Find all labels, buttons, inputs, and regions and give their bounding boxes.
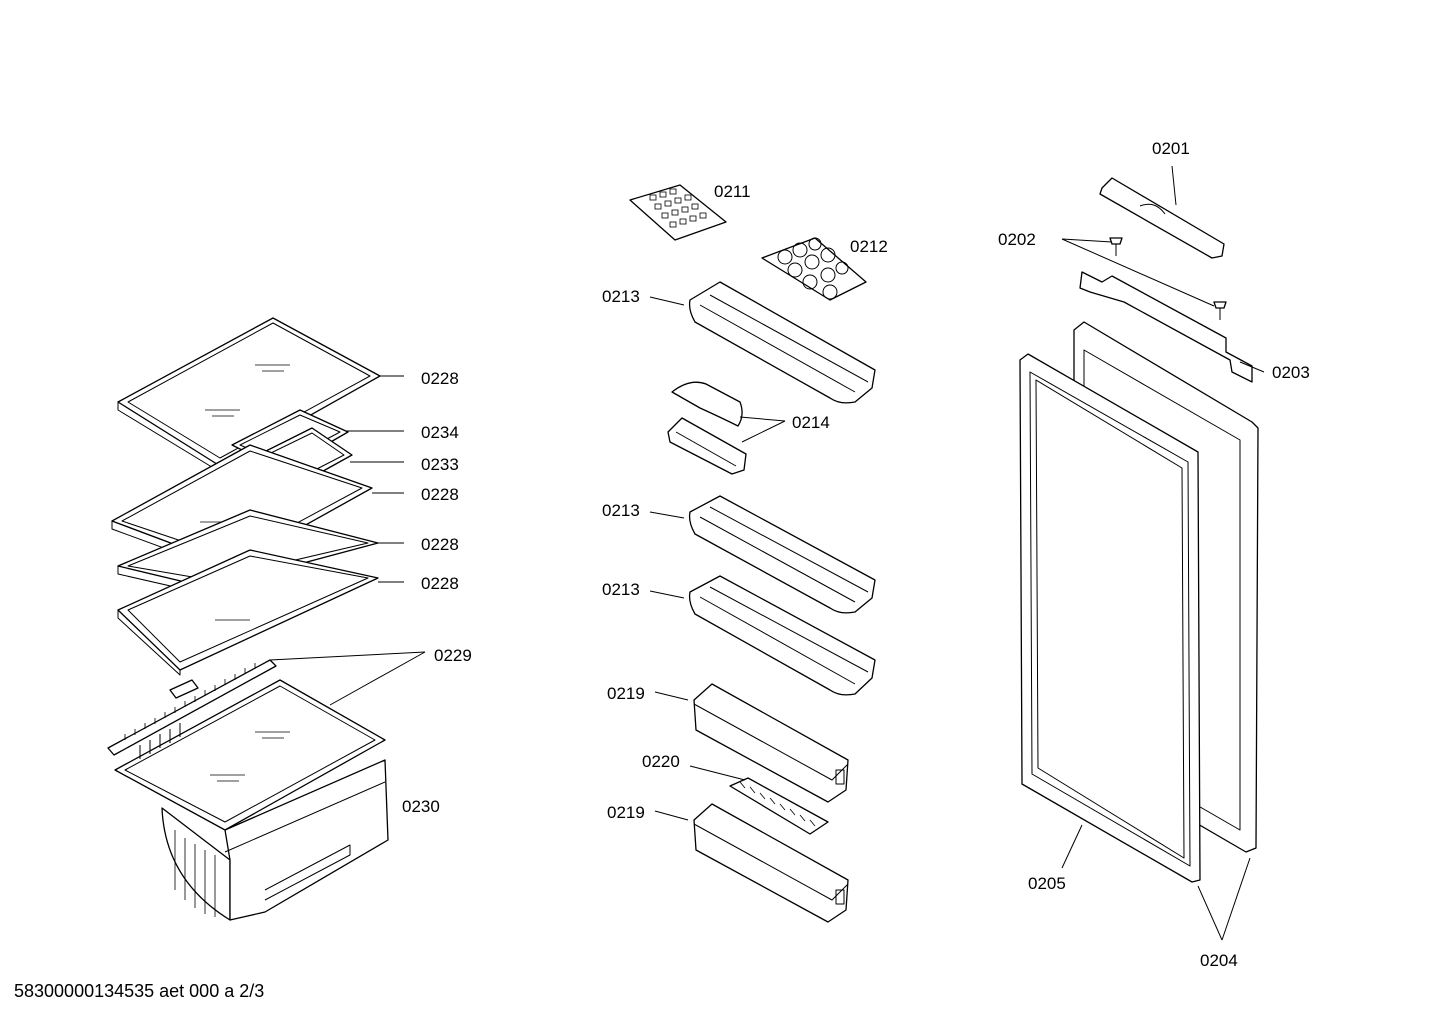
label-0205: 0205 — [1028, 874, 1066, 893]
label-0213-top: 0213 — [602, 287, 640, 306]
label-0213-low: 0213 — [602, 580, 640, 599]
label-0233: 0233 — [421, 455, 459, 474]
crisper-drawer-0230 — [161, 759, 389, 921]
bottle-bin-0219-low — [693, 803, 849, 923]
door-bin-0213-top — [688, 281, 876, 404]
label-0220: 0220 — [642, 752, 680, 771]
door-bin-0213-mid — [688, 495, 876, 614]
label-0228-a: 0228 — [421, 369, 459, 388]
label-0230: 0230 — [402, 797, 440, 816]
label-0213-mid: 0213 — [602, 501, 640, 520]
label-0203: 0203 — [1272, 363, 1310, 382]
crisper-cover — [114, 679, 386, 831]
hinge-bracket-0203 — [1079, 271, 1253, 383]
label-0214: 0214 — [792, 413, 830, 432]
part-labels: 0201 0202 0203 0204 0205 0211 0212 0213 … — [402, 139, 1310, 970]
leader-lines — [269, 165, 1265, 941]
label-0234: 0234 — [421, 423, 459, 442]
ice-tray-0211 — [629, 184, 727, 241]
label-0219-top: 0219 — [607, 684, 645, 703]
glass-shelf-top — [117, 317, 381, 473]
label-0204: 0204 — [1200, 951, 1238, 970]
divider-0220 — [729, 777, 829, 835]
left-column-parts — [107, 317, 389, 921]
butter-dish-0214 — [667, 381, 747, 475]
label-0229: 0229 — [434, 646, 472, 665]
label-0212: 0212 — [850, 237, 888, 256]
label-0228-b: 0228 — [421, 485, 459, 504]
label-0211: 0211 — [714, 182, 751, 201]
bottle-bin-0219-top — [693, 683, 849, 803]
drawing-id-footer: 58300000134535 aet 000 a 2/3 — [14, 981, 264, 1001]
glass-shelf-4 — [117, 549, 379, 676]
handle-cover-0201 — [1099, 177, 1225, 259]
gasket-0205 — [1019, 353, 1201, 883]
label-0201: 0201 — [1152, 139, 1190, 158]
label-0228-d: 0228 — [421, 574, 459, 593]
label-0219-low: 0219 — [607, 803, 645, 822]
egg-tray-0212 — [761, 237, 867, 301]
door-bin-0213-low — [688, 575, 876, 696]
middle-column-parts — [629, 184, 876, 923]
label-0202: 0202 — [998, 230, 1036, 249]
rail-0229 — [107, 659, 277, 756]
right-column-parts — [1019, 177, 1259, 883]
label-0228-c: 0228 — [421, 535, 459, 554]
